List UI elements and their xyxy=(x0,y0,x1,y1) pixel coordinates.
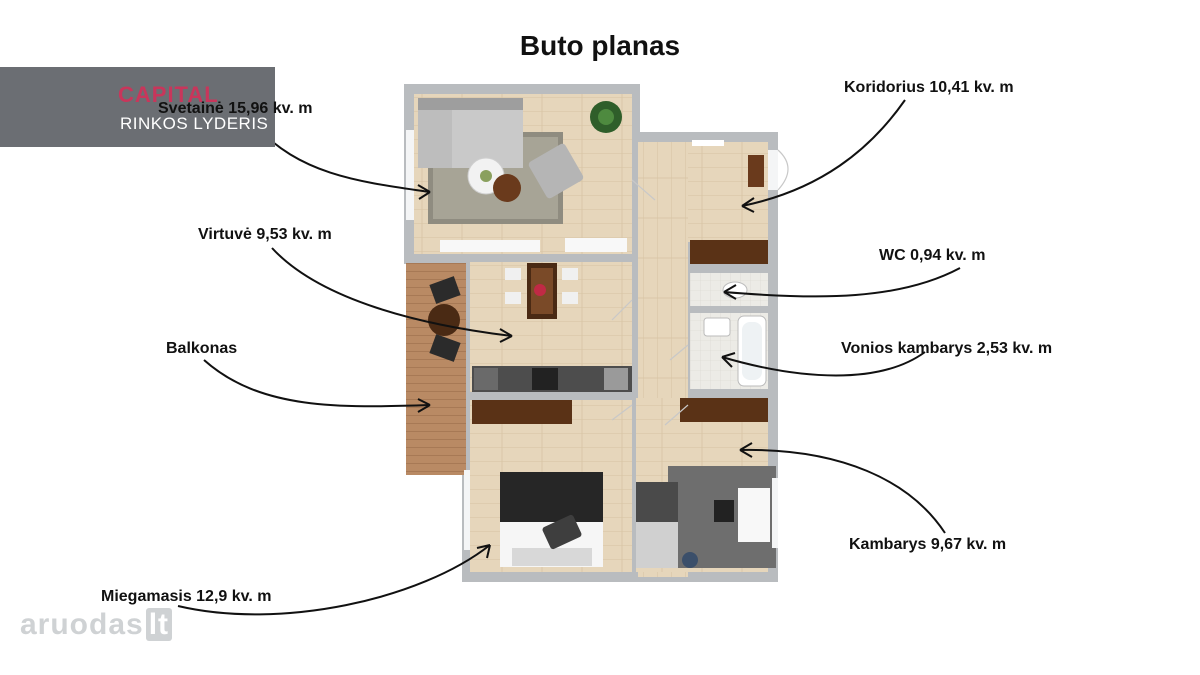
shoe-rack xyxy=(748,155,764,187)
arrow-svetaine xyxy=(254,124,431,193)
label-kambarys: Kambarys 9,67 kv. m xyxy=(849,536,1007,553)
bedroom-window xyxy=(464,470,470,550)
logo-banner xyxy=(0,67,275,147)
room-window xyxy=(772,478,778,548)
corridor-cabinet xyxy=(690,240,768,264)
label-wc: WC 0,94 kv. m xyxy=(879,247,986,264)
label-koridorius: Koridorius 10,41 kv. m xyxy=(844,79,1014,96)
sink xyxy=(703,317,731,337)
label-virtuve: Virtuvė 9,53 kv. m xyxy=(198,226,332,243)
arrow-virtuve xyxy=(271,247,513,337)
armchair xyxy=(528,143,584,199)
living-room-window xyxy=(406,130,414,220)
logo-brand: CAPITAL xyxy=(118,82,219,107)
page-title: Buto planas xyxy=(519,30,681,61)
tv-stand xyxy=(440,240,540,252)
watermark-suffix: lt xyxy=(145,608,173,641)
arrow-miegamasis xyxy=(177,544,491,616)
label-miegamasis: Miegamasis 12,9 kv. m xyxy=(101,588,272,605)
entrance-door xyxy=(768,150,778,190)
arrow-kambarys xyxy=(739,448,946,534)
label-svetaine: Svetainė 15,96 kv. m xyxy=(158,100,313,117)
balcony-table xyxy=(428,304,460,336)
arrow-koridorius xyxy=(741,99,906,207)
logo-subtitle: RINKOS LYDERIS xyxy=(120,114,269,133)
kitchen-sink xyxy=(604,368,628,390)
desk xyxy=(738,488,770,542)
arrow-balkonas xyxy=(203,359,431,408)
arrow-vonios xyxy=(721,351,926,377)
arrow-wc xyxy=(723,267,961,298)
watermark-text: aruodas xyxy=(20,608,144,641)
label-balkonas: Balkonas xyxy=(166,340,238,357)
wardrobe xyxy=(472,400,572,424)
side-table xyxy=(493,174,521,202)
label-vonios: Vonios kambarys 2,53 kv. m xyxy=(841,340,1053,357)
room-wardrobe xyxy=(680,398,768,422)
stove xyxy=(532,368,558,390)
